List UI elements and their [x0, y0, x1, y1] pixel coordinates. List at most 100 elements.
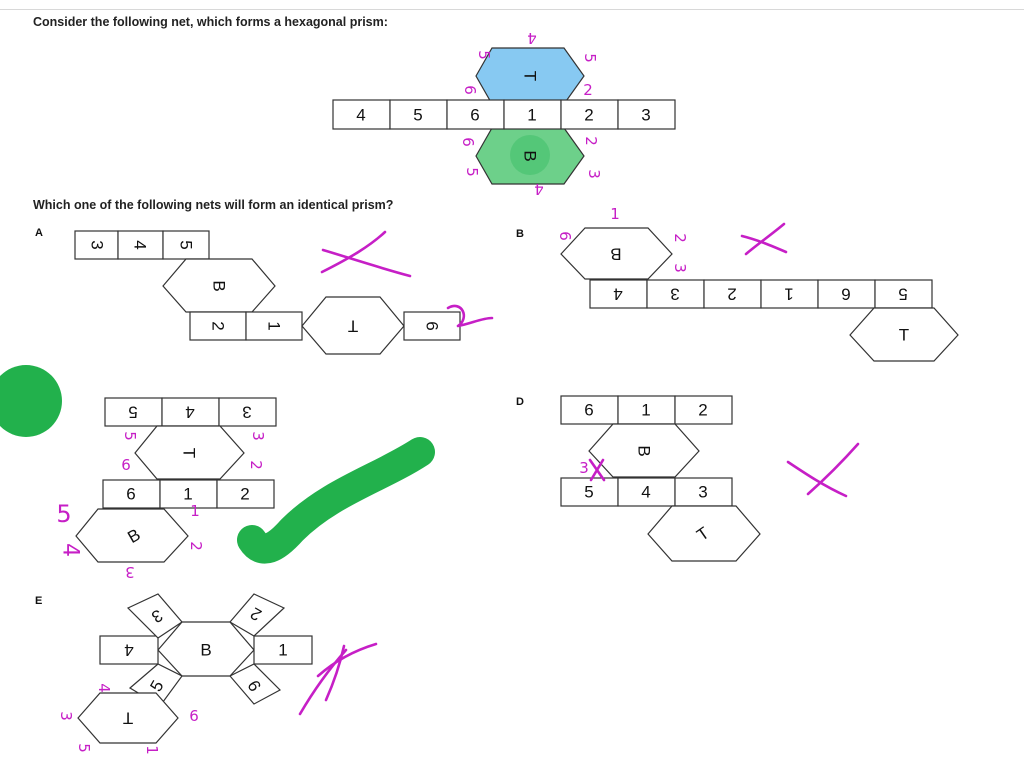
- option-d-net: 6 1 2 B 5 4 3 T 3: [560, 395, 860, 562]
- annotation-digit: 1: [143, 745, 161, 755]
- option-c-net: 5 4 3 T 6 1 2 B 5 3 6 2 1 5 4 2 3: [0, 365, 435, 581]
- ref-face-2: [389, 99, 448, 130]
- annotation-digit: 6: [461, 85, 479, 95]
- option-a-face: [245, 311, 303, 341]
- option-d-face: [560, 395, 619, 425]
- annotation-digit: 3: [671, 263, 689, 273]
- option-d-hex-letter: B: [635, 445, 654, 456]
- option-c-label-text: 2: [240, 485, 249, 504]
- option-e-net: B 4 1 3 2 5 6 T 4 6 3 1 5: [57, 593, 378, 755]
- ref-face-6: [617, 99, 676, 130]
- option-d-label-text: 4: [641, 483, 650, 502]
- option-b-net: B 4 3 2 1 6 5 T 6 1 2 3: [556, 205, 959, 362]
- option-a-face: [162, 230, 210, 260]
- annotation-digit: 6: [189, 707, 199, 725]
- annotation-digit: 4: [58, 543, 83, 557]
- option-e-face: [253, 635, 313, 665]
- cross-mark: [806, 442, 860, 496]
- option-e-label: E: [35, 595, 43, 607]
- annotation-digit: 5: [475, 50, 493, 60]
- annotation-digit: 2: [187, 541, 205, 551]
- option-e-face: [229, 593, 286, 637]
- option-e-hex-letter: B: [200, 641, 211, 660]
- option-b-label-text: 6: [841, 285, 850, 304]
- option-a-face: [189, 311, 247, 341]
- annotation-digit: 6: [556, 231, 574, 241]
- option-a-label: A: [35, 227, 43, 239]
- option-b-hexagon-b: [560, 227, 673, 280]
- cross-mark: [324, 644, 346, 702]
- option-a-hexagon-b: [162, 258, 276, 313]
- option-a-net: 3 4 5 B 2 1 T 6: [74, 230, 494, 355]
- option-d-label-text: 6: [584, 401, 593, 420]
- option-a-face: [403, 311, 461, 341]
- option-e-hex-letter: T: [123, 709, 133, 728]
- option-c-label-text: 6: [126, 485, 135, 504]
- option-d-label-text: 3: [698, 483, 707, 502]
- option-b-face: [646, 279, 705, 309]
- option-d-label-text: 5: [584, 483, 593, 502]
- annotation-digit: 2: [583, 81, 593, 99]
- option-b-face: [589, 279, 648, 309]
- bottom-hex-shading: [510, 135, 550, 175]
- option-e-label-text: 4: [124, 641, 133, 660]
- bottom-hex-letter: B: [521, 150, 540, 161]
- option-d-face: [560, 477, 619, 507]
- ref-face-label: 2: [584, 106, 593, 125]
- annotation-digit: 5: [463, 167, 481, 177]
- ref-face-label: 6: [470, 106, 479, 125]
- option-a-hex-letter: T: [348, 317, 358, 336]
- option-b-hex-letter: T: [899, 326, 909, 345]
- option-c-label-text: 1: [183, 485, 192, 504]
- option-b-label-text: 1: [784, 285, 793, 304]
- option-d-hexagon-b: [588, 423, 700, 478]
- option-d-face: [674, 477, 733, 507]
- option-e-face: [126, 593, 183, 639]
- option-c-label-text: 4: [185, 403, 194, 422]
- option-d-face: [617, 477, 676, 507]
- option-b-label: B: [516, 228, 524, 240]
- option-a-label-text: 5: [177, 240, 196, 249]
- annotation-digit: 4: [527, 29, 537, 47]
- annotation-digit: 4: [95, 683, 113, 693]
- annotation-digit: 4: [534, 180, 544, 198]
- option-a-hex-letter: B: [210, 280, 229, 291]
- option-e-hexagon-t: [77, 692, 179, 744]
- option-b-label-text: 5: [898, 285, 907, 304]
- option-b-label-text: 4: [613, 285, 622, 304]
- option-c-face: [218, 397, 277, 427]
- annotation-digit: 2: [247, 460, 265, 470]
- annotation-digit: 1: [190, 502, 200, 520]
- annotation-digit: 5: [56, 500, 71, 528]
- option-c-face: [104, 397, 163, 427]
- cross-mark: [588, 458, 606, 482]
- option-d-face: [674, 395, 733, 425]
- annotation-digit: 2: [671, 233, 689, 243]
- option-c-face: [102, 479, 161, 509]
- cross-mark: [740, 234, 788, 254]
- annotation-digit: 1: [610, 205, 620, 223]
- tick-mark: [237, 437, 435, 564]
- question-prompt: Which one of the following nets will for…: [33, 198, 394, 212]
- ref-face-label: 1: [527, 106, 536, 125]
- cross-mark: [744, 222, 786, 256]
- option-c-face: [161, 397, 220, 427]
- option-c-hexagon-b: [75, 508, 189, 563]
- annotation-digit: 3: [57, 711, 75, 721]
- option-a-label-text: 3: [88, 240, 107, 249]
- option-b-hexagon-t: [849, 307, 959, 362]
- reference-net: T B 4 5 6 1 2 3 5 4 5 6 2 6 2 5 3 4: [332, 29, 676, 198]
- top-hex-letter: T: [521, 71, 540, 81]
- option-d-hexagon-t: [647, 505, 761, 562]
- option-e-face: [99, 635, 159, 665]
- option-d-label: D: [516, 396, 524, 408]
- option-a-label-text: 6: [423, 321, 442, 330]
- annotation-digit: 6: [121, 456, 131, 474]
- option-c-face: [159, 479, 218, 509]
- option-a-label-text: 1: [265, 321, 284, 330]
- option-b-face: [874, 279, 933, 309]
- annotation-digit: 5: [121, 431, 139, 441]
- ref-face-1: [332, 99, 391, 130]
- ref-face-4: [503, 99, 562, 130]
